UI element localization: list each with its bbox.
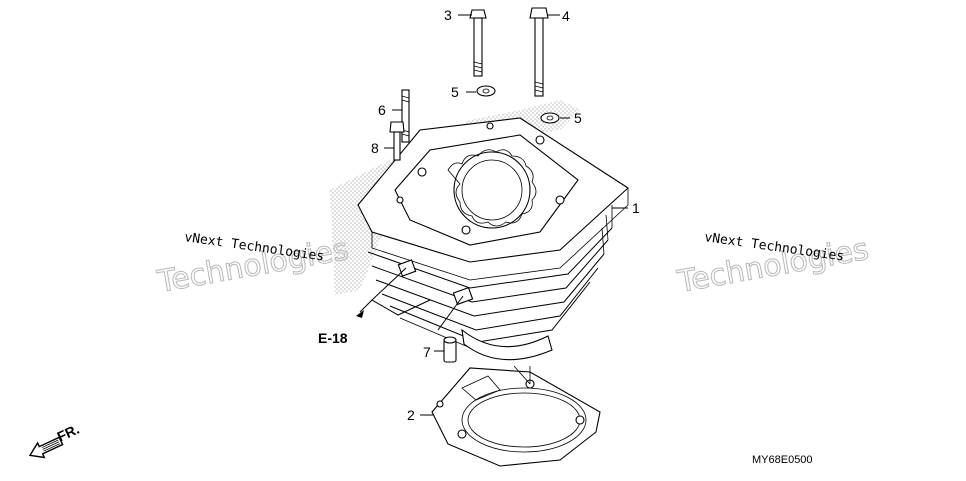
watermark-right: Technologies vNext Technologies bbox=[674, 230, 872, 300]
front-label: FR. bbox=[55, 421, 82, 445]
bolt-3 bbox=[458, 9, 487, 77]
callout-5a: 5 bbox=[451, 84, 459, 100]
callout-5b: 5 bbox=[574, 110, 582, 126]
dowel-7 bbox=[434, 336, 457, 363]
reference-leader bbox=[356, 267, 464, 331]
stud-6 bbox=[392, 89, 410, 143]
callout-8: 8 bbox=[371, 140, 379, 156]
watermark-left: Technologies vNext Technologies bbox=[154, 230, 352, 300]
callout-3: 3 bbox=[444, 7, 452, 23]
callout-6: 6 bbox=[378, 102, 386, 118]
bolt-4 bbox=[529, 7, 560, 97]
washer-5-right bbox=[540, 112, 570, 124]
bolt-8 bbox=[384, 121, 405, 161]
callout-2: 2 bbox=[407, 407, 415, 423]
base-gasket-2 bbox=[420, 365, 601, 467]
cylinder bbox=[357, 117, 629, 361]
callout-7: 7 bbox=[423, 344, 431, 360]
callout-1: 1 bbox=[632, 200, 640, 216]
front-arrow-icon bbox=[28, 436, 64, 459]
callout-4: 4 bbox=[562, 8, 570, 24]
diagram-code: MY68E0500 bbox=[752, 454, 813, 466]
reference-label: E-18 bbox=[318, 330, 348, 346]
washer-5-left bbox=[466, 85, 496, 97]
